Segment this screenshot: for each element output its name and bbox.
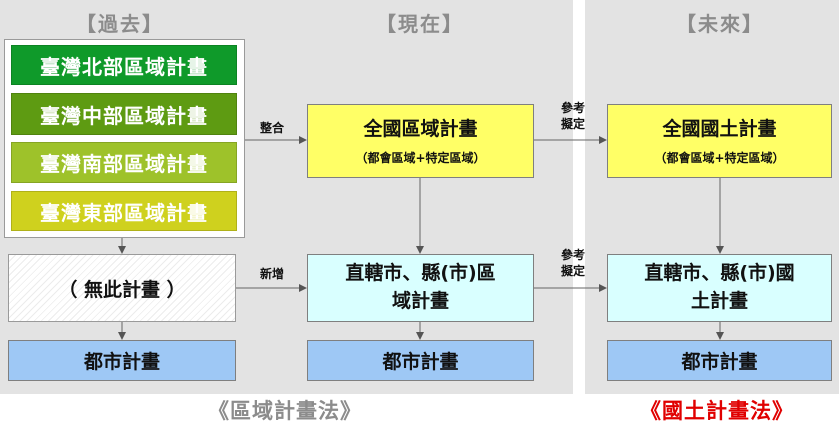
local-region-plan-line1: 直轄市、縣(市)區 xyxy=(345,262,496,285)
local-land-plan-box: 直轄市、縣(市)國 土計畫 xyxy=(607,254,832,322)
label-ref-mid-line1: 參考 xyxy=(560,248,585,262)
label-ref-mid-line2: 擬定 xyxy=(560,264,585,279)
law-national-land-planning: 《國土計畫法》 xyxy=(640,399,794,423)
label-add: 新增 xyxy=(259,267,284,281)
future-panel xyxy=(585,0,839,394)
national-land-plan-subtitle: （都會區域+特定區域） xyxy=(654,151,785,166)
label-ref-top-line1: 參考 xyxy=(560,101,585,115)
law-regional-planning: 《區域計畫法》 xyxy=(208,399,362,423)
label-ref-top-line2: 擬定 xyxy=(560,117,585,132)
heading-present: 【現在】 xyxy=(376,12,464,36)
region-plan-south: 臺灣南部區域計畫 xyxy=(11,142,237,183)
local-land-plan-line1: 直轄市、縣(市)國 xyxy=(644,262,795,285)
none-plan-box: （ 無此計畫 ） xyxy=(8,254,236,322)
label-ref-top: 參考 擬定 xyxy=(553,100,593,132)
heading-future: 【未來】 xyxy=(676,12,764,36)
future-urban-plan-box: 都市計畫 xyxy=(607,340,832,381)
label-integrate: 整合 xyxy=(259,121,284,135)
past-urban-plan-box: 都市計畫 xyxy=(8,340,236,381)
region-plan-north: 臺灣北部區域計畫 xyxy=(11,45,237,85)
national-land-plan-box: 全國國土計畫 （都會區域+特定區域） xyxy=(607,104,832,178)
national-region-plan-box: 全國區域計畫 （都會區域+特定區域） xyxy=(307,104,534,178)
national-region-plan-title: 全國區域計畫 xyxy=(363,117,478,140)
region-plan-east: 臺灣東部區域計畫 xyxy=(11,191,237,231)
national-land-plan-title: 全國國土計畫 xyxy=(662,117,777,140)
present-urban-plan-box: 都市計畫 xyxy=(307,340,534,381)
heading-past: 【過去】 xyxy=(76,12,164,36)
local-region-plan-line2: 域計畫 xyxy=(391,290,449,312)
region-plan-central: 臺灣中部區域計畫 xyxy=(11,93,237,135)
label-ref-mid: 參考 擬定 xyxy=(553,247,593,279)
national-region-plan-subtitle: （都會區域+特定區域） xyxy=(355,151,486,166)
local-region-plan-box: 直轄市、縣(市)區 域計畫 xyxy=(307,254,534,322)
local-land-plan-line2: 土計畫 xyxy=(690,290,748,312)
